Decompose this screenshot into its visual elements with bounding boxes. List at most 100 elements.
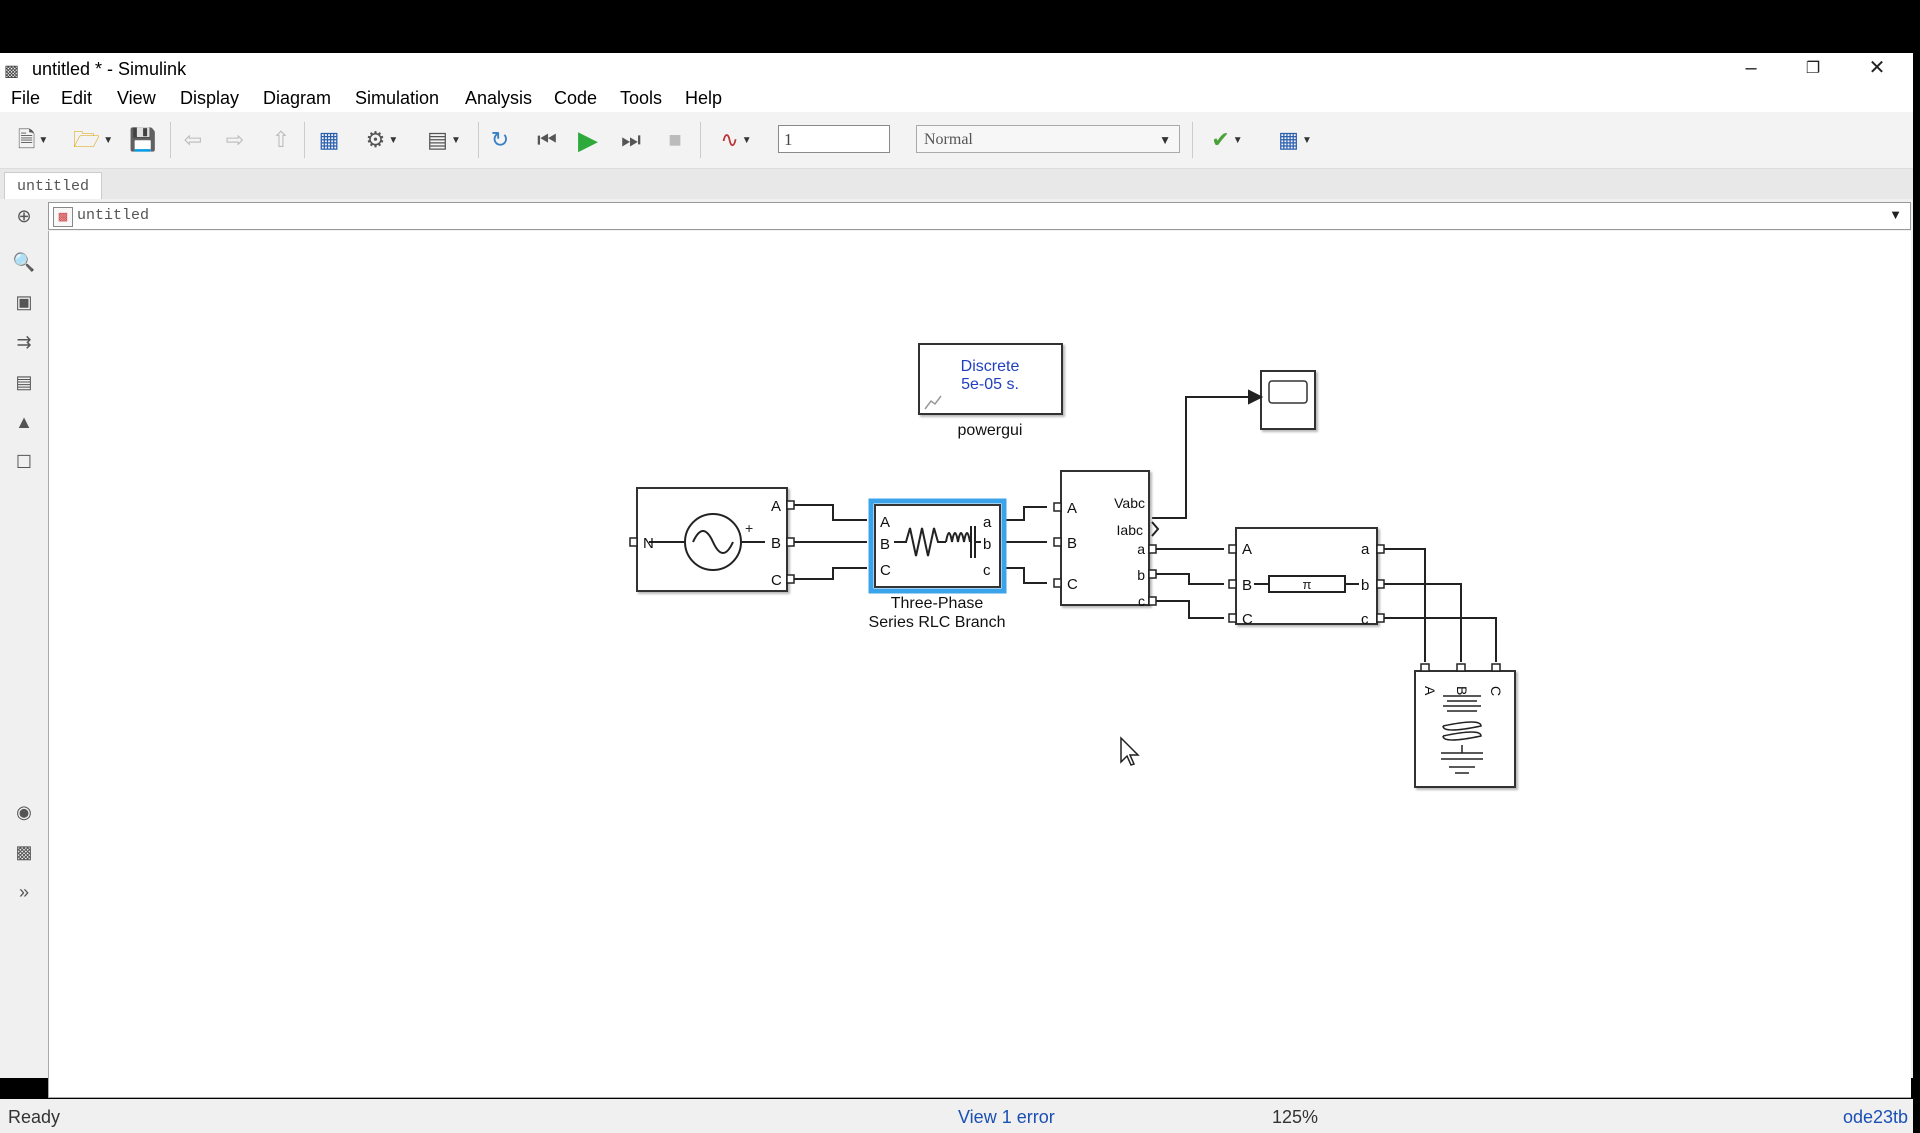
meas-port-b-out: b [1137, 567, 1145, 583]
menu-file[interactable]: File [11, 88, 41, 108]
meas-port-a-out: a [1137, 541, 1145, 557]
model-canvas[interactable]: Discrete 5e-05 s. powergui [48, 231, 1911, 1098]
stop-icon[interactable]: ■ [668, 127, 682, 152]
pi-port-a-out: a [1361, 541, 1370, 558]
menu-display[interactable]: Display [180, 88, 240, 108]
meas-port-b-in: B [1067, 535, 1077, 552]
load-port-a: A [1422, 686, 1438, 696]
area-icon[interactable]: ☐ [15, 452, 33, 472]
scope-screen-icon [1268, 380, 1308, 404]
save-icon[interactable]: 💾 [129, 127, 157, 152]
new-model-icon[interactable]: 🗎▼ [17, 127, 49, 152]
simulink-app-icon: ▩ [4, 63, 20, 80]
rlc-port-b-in: B [880, 536, 890, 553]
rlc-label-line1: Three-Phase [891, 595, 984, 612]
vi-measurement-block[interactable]: A B C Vabc Iabc a b c [1053, 470, 1160, 609]
three-phase-load-block[interactable]: A B C [1414, 663, 1516, 788]
menu-analysis[interactable]: Analysis [465, 88, 533, 108]
svg-text:+: + [745, 520, 753, 536]
scope-block[interactable] [1260, 370, 1316, 430]
menu-help[interactable]: Help [685, 88, 723, 108]
expand-icon[interactable]: » [18, 882, 29, 902]
screenshot-icon[interactable]: ◉ [16, 802, 32, 822]
minimize-button[interactable]: – [1745, 57, 1757, 79]
scope-input-arrow [1248, 389, 1264, 405]
pi-port-a-in: A [1242, 541, 1252, 558]
menu-code[interactable]: Code [554, 88, 598, 108]
fit-view-icon[interactable]: ▣ [15, 292, 33, 312]
chevron-down-icon: ▼ [1159, 133, 1171, 147]
load-inductor-icon [1442, 721, 1482, 741]
signal-lines [793, 389, 1497, 662]
hide-show-icon[interactable]: ⊕ [16, 206, 32, 226]
status-ready: Ready [8, 1107, 61, 1127]
zoom-level: 125% [1272, 1107, 1319, 1127]
menu-view[interactable]: View [117, 88, 156, 108]
step-forward-icon[interactable]: ⏭ [621, 127, 641, 152]
mouse-cursor-icon [1120, 736, 1140, 766]
library-browser-icon[interactable]: ▦ [318, 127, 340, 152]
menu-edit[interactable]: Edit [61, 88, 93, 108]
source-port-n: N [643, 535, 654, 552]
three-phase-source-block[interactable]: + N A B C [629, 487, 795, 592]
grid-icon[interactable]: ▦▼ [1278, 127, 1312, 152]
image-icon[interactable]: ▲ [15, 412, 33, 432]
svg-text:π: π [1303, 577, 1312, 592]
meas-port-c-out: c [1138, 593, 1145, 609]
model-config-icon[interactable]: ⚙▼ [365, 127, 399, 152]
pi-port-c-in: C [1242, 611, 1253, 628]
view-error-link[interactable]: View 1 error [958, 1107, 1055, 1127]
model-explorer-icon[interactable]: ▤▼ [427, 127, 461, 152]
simulation-mode-select[interactable]: Normal ▼ [916, 125, 1180, 153]
back-icon[interactable]: ⇦ [183, 127, 203, 152]
status-bar: Ready View 1 error 125% ode23tb [0, 1099, 1913, 1133]
vabc-to-scope-line [1152, 396, 1251, 519]
model-tab-strip: untitled [0, 169, 1913, 199]
check-icon[interactable]: ✔▼ [1211, 127, 1243, 152]
arrow-icon[interactable]: ⇉ [16, 332, 32, 352]
menu-diagram[interactable]: Diagram [263, 88, 332, 108]
record-icon[interactable]: ∿▼ [720, 127, 752, 152]
simulink-window: ▩ untitled * - Simulink – ❐ ✕ File Edit … [0, 53, 1913, 1133]
model-icon: ▩ [53, 207, 73, 227]
menu-tools[interactable]: Tools [620, 88, 663, 108]
ground-icon [1441, 745, 1483, 774]
source-port-b: B [771, 535, 781, 552]
source-port-a: A [771, 498, 781, 515]
rlc-port-a-in: A [880, 514, 890, 531]
load-port-c: C [1488, 686, 1504, 696]
tab-untitled[interactable]: untitled [4, 172, 102, 199]
solver-link[interactable]: ode23tb [1843, 1107, 1909, 1127]
menu-simulation[interactable]: Simulation [355, 88, 440, 108]
meas-port-vabc: Vabc [1114, 495, 1145, 511]
restore-button[interactable]: ❐ [1805, 60, 1821, 77]
rlc-port-b-out: b [983, 536, 991, 553]
inductor-icon [945, 532, 971, 543]
pi-section-line-block[interactable]: A B C a b c π [1228, 527, 1385, 628]
open-icon[interactable]: 🗁▼ [72, 127, 114, 152]
rlc-port-c-out: c [983, 562, 991, 579]
pi-port-c-out: c [1361, 611, 1369, 628]
chevron-down-icon[interactable]: ▼ [1889, 207, 1902, 222]
run-icon[interactable]: ▶ [578, 125, 598, 155]
rlc-port-c-in: C [880, 562, 891, 579]
powergui-block[interactable]: Discrete 5e-05 s. powergui [918, 343, 1063, 439]
powergui-label: powergui [958, 422, 1023, 439]
zoom-icon[interactable]: 🔍 [12, 252, 36, 272]
simulation-mode-value: Normal [924, 131, 973, 148]
forward-icon[interactable]: ⇨ [225, 127, 245, 152]
up-icon[interactable]: ⇧ [271, 127, 291, 152]
meas-port-a-in: A [1067, 500, 1077, 517]
left-palette: ⊕ 🔍 ▣ ⇉ ▤ ▲ ☐ ◉ ▩ » [0, 199, 48, 1034]
step-back-icon[interactable]: ⏮ [537, 127, 557, 152]
annotation-icon[interactable]: ▤ [15, 372, 33, 392]
stop-time-input[interactable]: 1 [778, 125, 890, 153]
powergui-corner-icon [924, 395, 942, 410]
window-title: untitled * - Simulink [32, 59, 187, 79]
close-button[interactable]: ✕ [1868, 57, 1886, 79]
meas-port-c-in: C [1067, 576, 1078, 593]
address-bar[interactable]: ▩ untitled ▼ [48, 202, 1911, 230]
three-phase-series-rlc-branch-block[interactable]: A B C a b c Three-Phase Series RLC Branc… [868, 498, 1007, 631]
property-inspector-icon[interactable]: ▩ [15, 842, 33, 862]
update-diagram-icon[interactable]: ↻ [490, 127, 510, 152]
